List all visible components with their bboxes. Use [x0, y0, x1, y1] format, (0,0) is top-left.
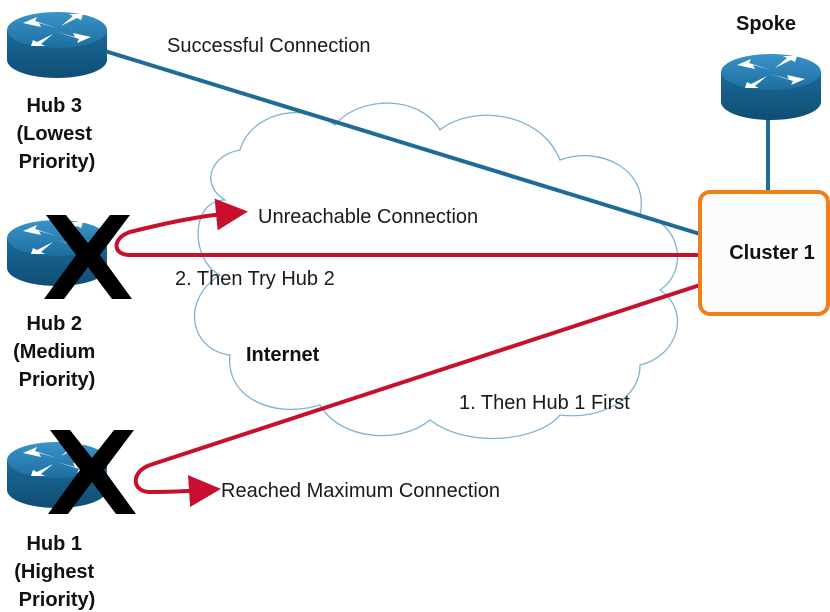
- hub2-label: Hub 2 (Medium Priority): [13, 313, 101, 391]
- spoke-label: Spoke: [736, 13, 796, 35]
- hub2-label-line: (Medium: [13, 341, 95, 363]
- hub3-label-line: Priority): [19, 151, 96, 173]
- internet-label: Internet: [246, 344, 320, 366]
- hub1-step-label: 1. Then Hub 1 First: [459, 392, 630, 414]
- hub2-label-line: Priority): [19, 369, 96, 391]
- hub3-cluster-link: [94, 46, 701, 236]
- successful-connection-label: Successful Connection: [167, 35, 370, 57]
- hub3-label-line: (Lowest: [16, 123, 92, 145]
- hub2-step-label: 2. Then Try Hub 2: [175, 268, 335, 290]
- cluster-label: Cluster 1: [729, 242, 815, 264]
- cluster-node: [698, 190, 830, 316]
- spoke-router-icon: [721, 54, 821, 120]
- hub2-label-line: Hub 2: [26, 313, 82, 335]
- unreachable-connection-label: Unreachable Connection: [258, 206, 478, 228]
- reached-maximum-connection-label: Reached Maximum Connection: [221, 480, 500, 502]
- hub3-label: Hub 3 (Lowest Priority): [16, 95, 97, 173]
- hub1-label-line: (Highest: [14, 561, 94, 583]
- hub1-label-line: Hub 1: [26, 533, 82, 555]
- hub3-router-icon: [7, 12, 107, 78]
- internet-cloud: [193, 102, 679, 440]
- hub3-label-line: Hub 3: [26, 95, 82, 117]
- hub1-label: Hub 1 (Highest Priority): [14, 533, 100, 611]
- hub1-attempt-path: [133, 283, 701, 508]
- hub1-label-line: Priority): [19, 589, 96, 611]
- hub2-attempt-path: [114, 198, 700, 257]
